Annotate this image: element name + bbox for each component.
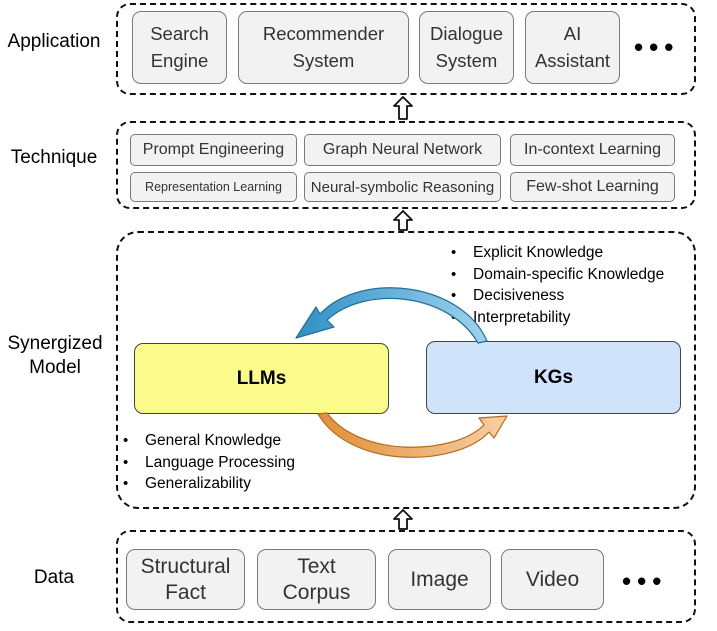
kgs-strength-item: Domain-specific Knowledge [451,264,664,286]
kgs-to-llms-arrow [295,287,488,344]
llms-strength-item: General Knowledge [123,430,295,452]
tech-few-shot-learning: Few-shot Learning [510,172,675,202]
app-recommender-system: Recommender System [238,11,409,84]
tech-representation-learning: Representation Learning [130,172,297,202]
application-layer [116,3,696,95]
llms-strengths-list: General Knowledge Language Processing Ge… [123,430,295,495]
tech-graph-neural-network: Graph Neural Network [304,134,501,166]
kgs-strength-item: Explicit Knowledge [451,242,664,264]
application-more-ellipsis: ••• [634,32,680,62]
synergized-model-layer [116,231,696,509]
app-ai-assistant: AI Assistant [525,11,620,84]
kgs-box: KGs [426,341,681,414]
data-layer [116,530,696,623]
kgs-strengths-list: Explicit Knowledge Domain-specific Knowl… [451,242,664,328]
technique-layer-label: Technique [10,147,98,168]
data-layer-label: Data [33,567,75,588]
tech-neural-symbolic-reasoning: Neural-symbolic Reasoning [304,172,501,202]
data-more-ellipsis: ••• [622,566,668,596]
synergized-model-layer-label: Synergized Model [7,333,103,378]
up-arrow-data-to-model [393,509,413,530]
tech-in-context-learning: In-context Learning [510,134,675,166]
tech-prompt-engineering: Prompt Engineering [130,134,297,166]
up-arrow-model-to-technique [393,210,413,231]
data-structural-fact: Structural Fact [126,549,245,610]
kgs-strength-item: Decisiveness [451,285,664,307]
data-text-corpus: Text Corpus [257,549,376,610]
app-dialogue-system: Dialogue System [419,11,514,84]
data-video: Video [501,549,604,610]
llms-to-kgs-arrow [317,412,508,458]
llms-strength-item: Generalizability [123,473,295,495]
app-search-engine: Search Engine [132,11,227,84]
llms-strength-item: Language Processing [123,452,295,474]
up-arrow-technique-to-application [393,96,413,120]
application-layer-label: Application [7,31,101,52]
technique-layer [116,121,696,209]
data-image: Image [388,549,491,610]
llms-label: LLMs [236,367,287,389]
kgs-label: KGs [533,366,574,388]
llms-box: LLMs [134,343,389,414]
